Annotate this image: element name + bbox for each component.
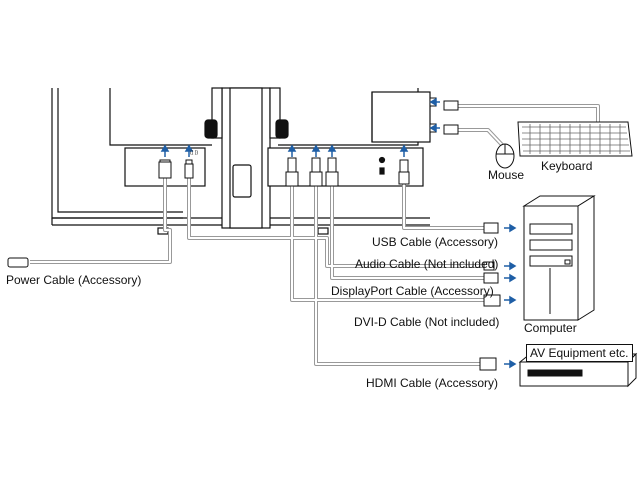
- power-cable-end: [7, 257, 29, 268]
- power-plug: [158, 161, 172, 179]
- dvid-cable-label: DVI-D Cable (Not included): [354, 315, 500, 329]
- usb-cable-line: [402, 180, 486, 230]
- audio-plug: [184, 163, 194, 179]
- audio-cable-label: Audio Cable (Not included): [355, 257, 499, 271]
- mouse-usb-plug: [443, 124, 459, 135]
- audio-cable-end: [483, 261, 495, 271]
- hdmi-cable-label: HDMI Cable (Accessory): [366, 376, 499, 390]
- displayport-cable-label: DisplayPort Cable (Accessory): [331, 284, 494, 298]
- power-cable-line: [30, 176, 172, 264]
- keyboard-cable-line: [458, 104, 600, 122]
- mouse-label: Mouse: [488, 168, 525, 182]
- dvi-plug: [285, 171, 299, 187]
- usb-cable-label: USB Cable (Accessory): [372, 235, 499, 249]
- displayport-cable-end: [483, 272, 499, 284]
- keyboard-icon: [517, 121, 633, 157]
- displayport-plug: [325, 171, 339, 187]
- keyboard-usb-plug: [443, 100, 459, 111]
- computer-icon: [522, 195, 596, 321]
- dvi-cable-end: [483, 294, 501, 307]
- usb-up-plug: [398, 171, 410, 185]
- computer-label: Computer: [524, 321, 577, 335]
- power-cable-label: Power Cable (Accessory): [6, 273, 142, 287]
- hdmi-cable-line: [314, 184, 482, 366]
- mouse-icon: [495, 143, 515, 169]
- av-equipment-label: AV Equipment etc.: [526, 344, 633, 362]
- hdmi-plug: [309, 171, 323, 187]
- mouse-cable-line: [458, 128, 507, 150]
- direction-arrows: [160, 97, 517, 369]
- hdmi-cable-end: [479, 357, 497, 371]
- monitor-rear: [51, 87, 431, 235]
- audio-port-mark: (( )): [190, 150, 199, 156]
- keyboard-label: Keyboard: [541, 159, 593, 173]
- connectors: [7, 100, 501, 371]
- usb-cable-end: [483, 222, 499, 234]
